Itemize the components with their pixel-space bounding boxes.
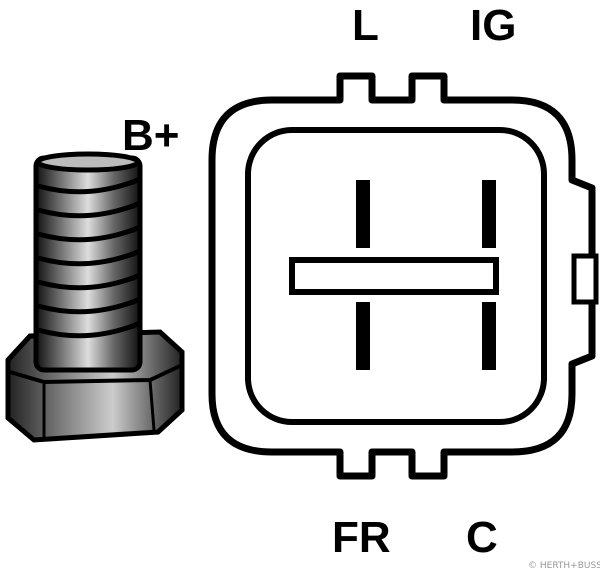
label-l: L [352, 1, 379, 50]
hex-nut-face-edge-2 [42, 379, 156, 438]
label-fr: FR [332, 513, 391, 562]
connector-key-bar [289, 257, 499, 295]
b-plus-terminal-bolt-icon [5, 151, 185, 443]
pin-l [356, 180, 370, 248]
connector-outer-housing [208, 72, 596, 480]
bolt-top [35, 151, 141, 173]
label-b-plus: B+ [122, 111, 179, 160]
hex-nut-face-edge [9, 364, 181, 385]
label-c: C [466, 513, 498, 562]
label-ig: IG [470, 1, 516, 50]
bolt-threads [37, 177, 139, 339]
connector-socket-cavity [245, 127, 547, 425]
connector-plug-icon [208, 72, 599, 480]
pin-c [482, 302, 496, 370]
pin-ig [482, 180, 496, 248]
watermark: © HERTH+BUSS [528, 561, 600, 571]
connector-latch [571, 253, 599, 305]
pin-fr [356, 302, 370, 370]
